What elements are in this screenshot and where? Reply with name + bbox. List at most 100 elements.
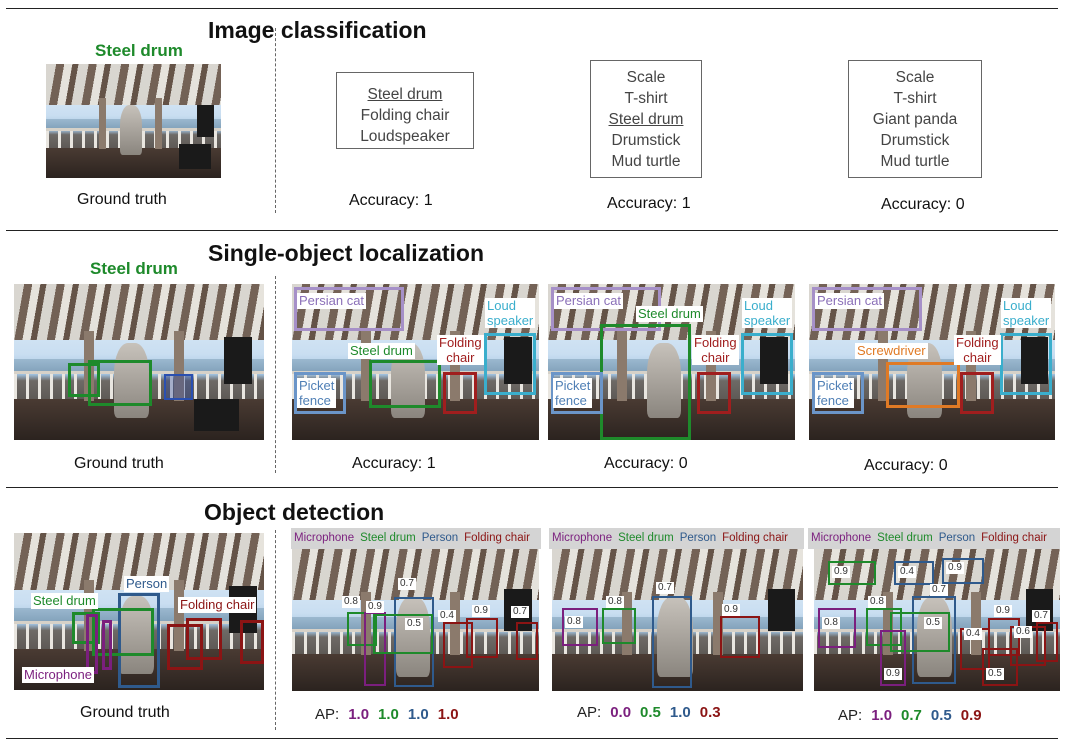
gt-label-folding-chair: Folding chair — [178, 597, 257, 613]
gt-caption: Ground truth — [80, 704, 170, 721]
score: 0.7 — [930, 584, 948, 596]
prediction-item: Scale — [895, 69, 935, 86]
score: 0.7 — [398, 578, 416, 590]
box-steel-drum — [369, 360, 441, 408]
box-loudspeaker — [484, 333, 536, 395]
label-steel-drum: Steel drum — [636, 306, 703, 322]
box-folding-chair — [960, 372, 994, 414]
ap-prefix: AP: — [838, 707, 863, 724]
box-screwdriver — [886, 362, 960, 408]
dashed-separator — [275, 530, 276, 730]
score: 0.6 — [1014, 626, 1032, 638]
gt-box-steel-drum — [88, 360, 152, 406]
label-speaker: speaker — [487, 313, 534, 328]
prediction-item: Drumstick — [611, 132, 681, 149]
label-fence: fence — [817, 393, 849, 408]
label-speaker: speaker — [744, 313, 791, 328]
section-divider — [6, 487, 1058, 488]
score: 0.7 — [656, 582, 674, 594]
box-folding-chair — [697, 372, 731, 414]
det-box-folding-chair — [516, 622, 538, 660]
score: 0.8 — [606, 596, 624, 608]
label-screwdriver: Screwdriver — [855, 343, 928, 359]
score: 0.9 — [946, 562, 964, 574]
det-box-microphone — [364, 612, 386, 686]
ap-steel-drum: 0.7 — [901, 707, 922, 724]
prediction-item: T-shirt — [624, 90, 668, 107]
det-box-microphone — [818, 608, 856, 648]
gt-box-steel-drum — [92, 608, 154, 656]
detection-legend: Microphone Steel drum Person Folding chair — [291, 528, 541, 549]
box-picket-fence — [551, 372, 603, 414]
det-box-steel-drum — [373, 614, 433, 654]
legend-steel-drum: Steel drum — [360, 532, 416, 544]
det-box-steel-drum — [866, 608, 902, 646]
score: 0.7 — [511, 606, 529, 618]
prediction-item: Folding chair — [360, 107, 450, 124]
det-box-microphone — [562, 608, 598, 646]
gt-box-folding-chair — [240, 620, 264, 664]
ap-folding-chair: 1.0 — [437, 706, 459, 723]
box-loudspeaker — [741, 333, 793, 395]
score: 0.4 — [964, 628, 982, 640]
label-picket: Picket — [817, 378, 853, 393]
box-persian-cat — [812, 287, 922, 331]
legend-person: Person — [938, 532, 976, 544]
accuracy-label: Accuracy: 0 — [864, 457, 948, 474]
section-title-localization: Single-object localization — [208, 240, 485, 266]
det-box-steel-drum — [347, 612, 377, 646]
gt-label: Steel drum — [95, 41, 183, 60]
gt-box-microphone — [102, 620, 112, 670]
score: 0.5 — [986, 668, 1004, 680]
det-box-steel-drum — [602, 608, 636, 644]
ap-microphone: 0.0 — [610, 704, 632, 721]
dashed-separator — [275, 28, 276, 213]
prediction-item: Steel drum — [608, 111, 684, 128]
ap-folding-chair: 0.9 — [960, 707, 982, 724]
section-title-classification: Image classification — [208, 17, 427, 43]
score: 0.8 — [342, 596, 360, 608]
legend-microphone: Microphone — [294, 532, 355, 544]
label-folding: Folding — [694, 335, 737, 350]
prediction-item: Giant panda — [872, 111, 958, 128]
label-chair: chair — [701, 350, 730, 365]
legend-microphone: Microphone — [811, 532, 872, 544]
det-box-person — [652, 596, 692, 688]
accuracy-label: Accuracy: 1 — [607, 195, 691, 212]
label-loud: Loud — [744, 298, 773, 313]
legend-folding-chair: Folding chair — [464, 532, 530, 544]
gt-caption: Ground truth — [77, 191, 167, 208]
det-box-microphone — [880, 630, 906, 686]
score: 0.8 — [868, 596, 886, 608]
box-persian-cat — [294, 287, 404, 331]
legend-person: Person — [421, 532, 459, 544]
accuracy-label: Accuracy: 1 — [352, 455, 436, 472]
det-box-folding-chair — [982, 648, 1018, 686]
score: 0.8 — [565, 616, 583, 628]
ap-person: 0.5 — [930, 707, 952, 724]
scene-photo — [46, 64, 221, 178]
ap-steel-drum: 1.0 — [378, 706, 399, 723]
accuracy-label: Accuracy: 0 — [881, 196, 965, 213]
det-box-steel-drum — [828, 561, 876, 585]
gt-label: Steel drum — [90, 259, 178, 278]
det-box-person — [942, 558, 984, 584]
label-loud: Loud — [1003, 298, 1032, 313]
box-picket-fence — [294, 372, 346, 414]
det-box-person — [394, 597, 434, 687]
score: 0.4 — [898, 566, 916, 578]
score: 0.9 — [366, 601, 384, 613]
box-loudspeaker — [1000, 333, 1052, 395]
scene-photo — [552, 549, 803, 691]
label-folding: Folding — [439, 335, 482, 350]
det-box-folding-chair — [443, 622, 473, 668]
legend-folding-chair: Folding chair — [722, 532, 788, 544]
legend-steel-drum: Steel drum — [877, 532, 933, 544]
